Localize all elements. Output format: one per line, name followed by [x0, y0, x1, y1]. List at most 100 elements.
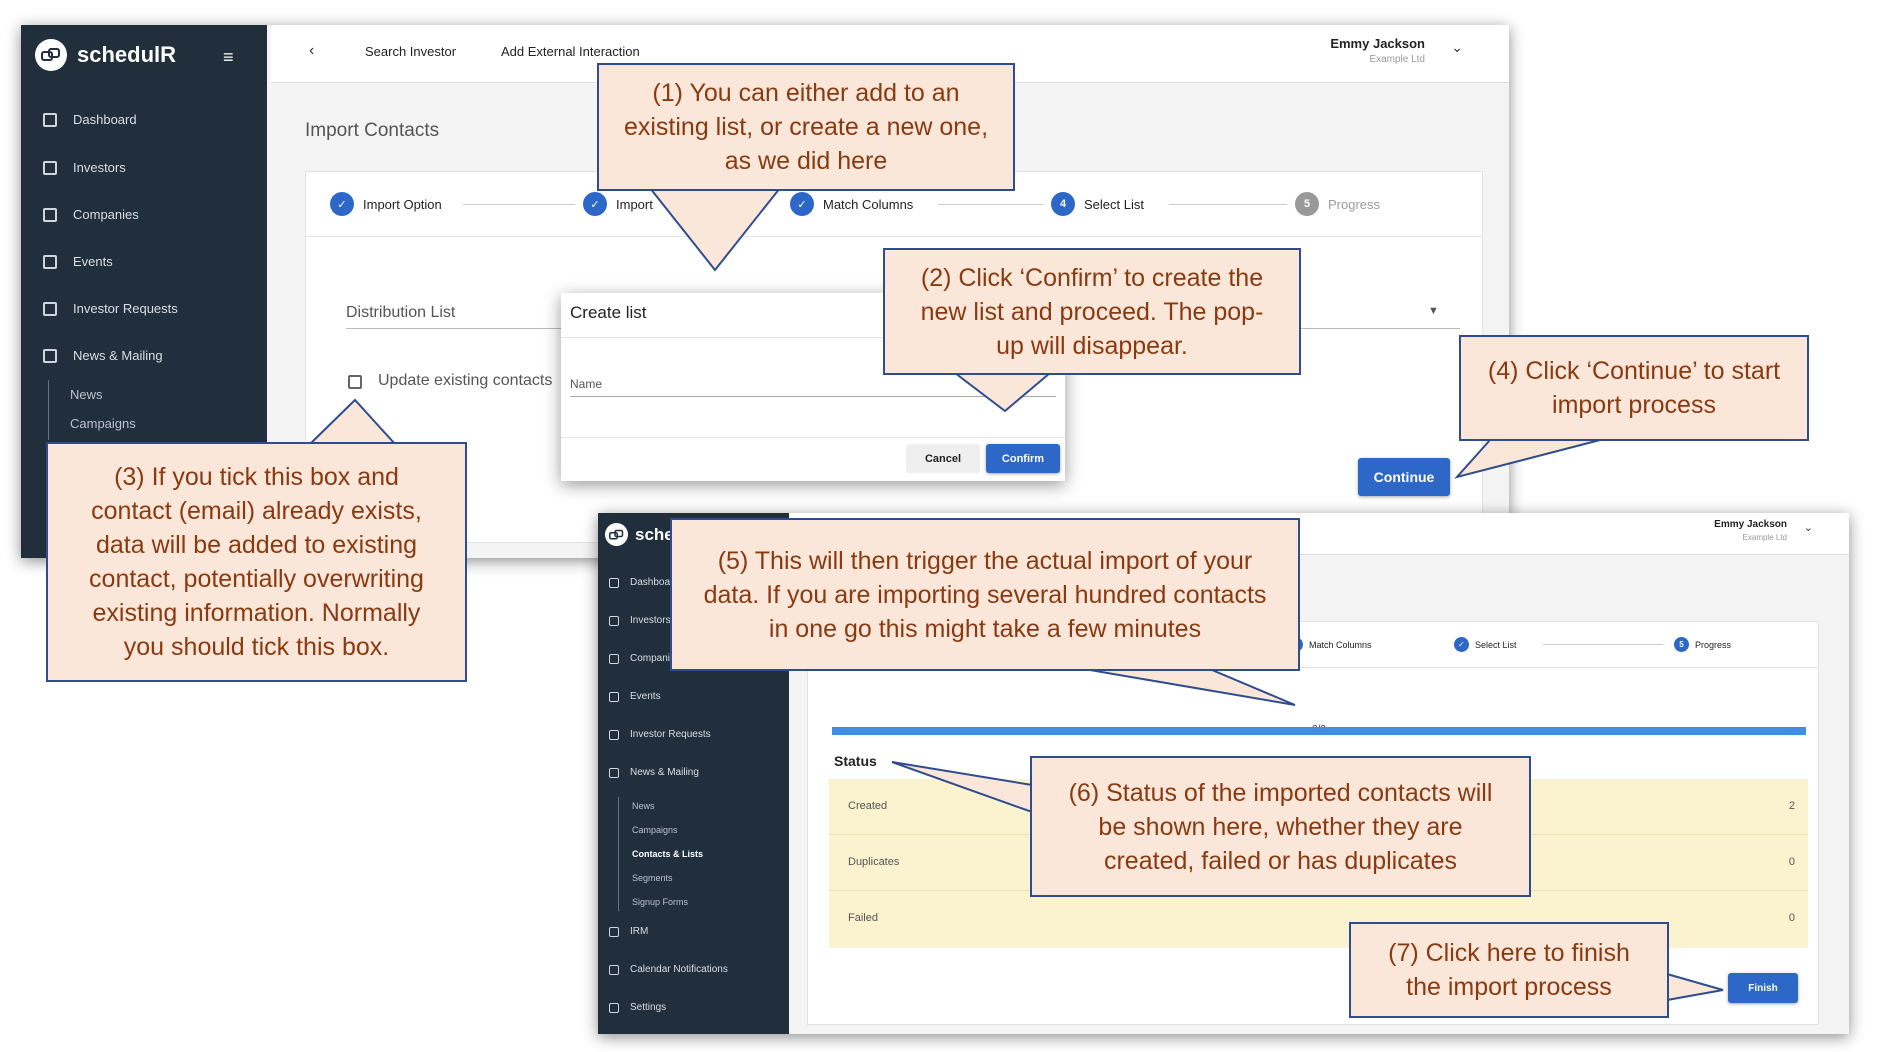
- status-value: 2: [1788, 800, 1795, 812]
- sidebar-subitem-campaigns[interactable]: Campaigns: [632, 825, 678, 835]
- sidebar-item-dashboard[interactable]: Dashboard: [21, 112, 267, 127]
- logo-icon: [605, 523, 628, 546]
- callout-7: (7) Click here to finish the import proc…: [1349, 922, 1669, 1018]
- sidebar-item-settings[interactable]: Settings: [598, 1002, 789, 1013]
- dialog-title: Create list: [570, 303, 647, 322]
- check-icon: ✓: [1454, 637, 1469, 652]
- step-connector: [938, 204, 1044, 205]
- sidebar-item-events[interactable]: Events: [598, 691, 789, 702]
- investor-icon: [609, 615, 619, 626]
- sidebar-item-label: Investor Requests: [630, 729, 711, 740]
- sidebar-subitem-campaigns[interactable]: Campaigns: [70, 416, 136, 431]
- callout-4: (4) Click ‘Continue’ to start import pro…: [1459, 335, 1809, 441]
- sidebar-item-label: Dashboard: [630, 577, 679, 588]
- collapse-menu-icon[interactable]: ≡: [223, 47, 234, 67]
- stepper: ✓ Import Option ✓ Import ✓ Match Columns…: [306, 172, 1482, 237]
- status-row-failed: Failed 0: [829, 891, 1808, 947]
- sidebar-item-news-mailing[interactable]: News & Mailing: [21, 348, 267, 363]
- callout-2: (2) Click ‘Confirm’ to create the new li…: [883, 248, 1301, 375]
- finish-button[interactable]: Finish: [1728, 973, 1798, 1003]
- step-label: Progress: [1328, 196, 1381, 212]
- step-import-option: ✓ Import Option: [330, 192, 442, 216]
- investor-icon: [43, 160, 57, 175]
- user-company: Example Ltd: [1369, 54, 1425, 65]
- sidebar-item-label: Dashboard: [73, 112, 137, 127]
- sidebar-item-label: Investors: [73, 160, 126, 175]
- check-icon: ✓: [330, 192, 354, 216]
- step-match-columns: ✓ Match Columns: [790, 192, 913, 216]
- sidebar-item-investors[interactable]: Investors: [598, 615, 789, 626]
- cancel-button[interactable]: Cancel: [906, 444, 980, 473]
- continue-button[interactable]: Continue: [1358, 458, 1450, 496]
- user-name[interactable]: Emmy Jackson: [1330, 36, 1425, 51]
- step-label: Match Columns: [823, 196, 914, 212]
- sidebar-item-investor-requests[interactable]: Investor Requests: [598, 729, 789, 740]
- app-name: schedulR: [77, 42, 177, 67]
- sidebar-item-label: Companies: [630, 653, 681, 664]
- sidebar-item-companies[interactable]: Companies: [21, 207, 267, 222]
- step-label: Match Columns: [1309, 639, 1372, 650]
- page-title: Import Contacts: [305, 120, 440, 141]
- search-investor-link[interactable]: Search Investor: [365, 44, 457, 59]
- sidebar-item-investor-requests[interactable]: Investor Requests: [21, 301, 267, 316]
- user-name[interactable]: Emmy Jackson: [1714, 519, 1787, 530]
- calendar-bell-icon: [609, 964, 619, 975]
- sidebar-item-label: News & Mailing: [73, 348, 163, 363]
- list-icon: [609, 926, 619, 937]
- calendar-icon: [609, 691, 619, 702]
- callout-5: (5) This will then trigger the actual im…: [670, 518, 1300, 671]
- sidebar-item-label: Settings: [630, 1002, 667, 1013]
- sidebar-item-companies[interactable]: Companies: [598, 653, 789, 664]
- sidebar-subitem-news[interactable]: News: [70, 387, 103, 402]
- sidebar-item-label: Events: [630, 691, 661, 702]
- sidebar-item-label: Calendar Notifications: [630, 964, 728, 975]
- logo-icon: [35, 39, 67, 71]
- sidebar-item-label: Investors: [630, 615, 671, 626]
- gear-icon: [609, 1002, 619, 1013]
- progress-bar-fill: [832, 727, 1806, 735]
- sidebar-subitem-segments[interactable]: Segments: [632, 873, 673, 883]
- app-brand[interactable]: schedulR: [35, 39, 176, 71]
- step-progress: 5 Progress: [1295, 192, 1380, 216]
- status-heading: Status: [834, 753, 877, 769]
- status-label: Created: [848, 800, 888, 812]
- status-label: Duplicates: [848, 856, 900, 868]
- dropdown-arrow-icon[interactable]: ▼: [1428, 305, 1439, 317]
- step-select-list: 4 Select List: [1051, 192, 1144, 216]
- step-label: Import Option: [363, 196, 442, 212]
- sidebar-item-calendar-notifications[interactable]: Calendar Notifications: [598, 964, 789, 975]
- sidebar-subitem-news[interactable]: News: [632, 801, 655, 811]
- building-icon: [609, 653, 619, 664]
- sidebar-item-investors[interactable]: Investors: [21, 160, 267, 175]
- divider: [561, 437, 1065, 438]
- add-external-interaction-link[interactable]: Add External Interaction: [501, 44, 640, 59]
- step-label: Select List: [1475, 639, 1517, 650]
- share-icon: [43, 301, 57, 316]
- check-icon: ✓: [583, 192, 607, 216]
- step-connector: [1169, 204, 1287, 205]
- sidebar-item-events[interactable]: Events: [21, 254, 267, 269]
- step-label: Progress: [1695, 639, 1732, 650]
- step-select-list: ✓ Select List: [1454, 637, 1517, 652]
- sidebar-subitem-signup-forms[interactable]: Signup Forms: [632, 897, 689, 907]
- chevron-left-icon[interactable]: ‹: [309, 42, 315, 59]
- step-label: Select List: [1084, 196, 1144, 212]
- sidebar-item-news-mailing[interactable]: News & Mailing: [598, 767, 789, 778]
- chevron-down-icon[interactable]: ⌄: [1803, 522, 1813, 534]
- step-import: ✓ Import: [583, 192, 653, 216]
- mail-icon: [43, 348, 57, 363]
- status-value: 0: [1788, 856, 1795, 868]
- sidebar-item-irm[interactable]: IRM: [598, 926, 789, 937]
- chevron-down-icon[interactable]: ⌄: [1451, 39, 1463, 55]
- progress-bar: [832, 727, 1806, 735]
- sidebar-subitem-contacts-lists[interactable]: Contacts & Lists: [632, 849, 704, 859]
- name-input[interactable]: [570, 396, 1056, 397]
- confirm-button[interactable]: Confirm: [986, 444, 1060, 473]
- update-existing-checkbox[interactable]: [348, 375, 362, 389]
- sidebar-item-label: News & Mailing: [630, 767, 699, 778]
- step-number: 4: [1051, 192, 1075, 216]
- sidebar-item-label: Investor Requests: [73, 301, 178, 316]
- distribution-list-label: Distribution List: [346, 304, 456, 321]
- sidebar-item-dashboard[interactable]: Dashboard: [598, 577, 789, 588]
- sidebar-item-label: Companies: [73, 207, 139, 222]
